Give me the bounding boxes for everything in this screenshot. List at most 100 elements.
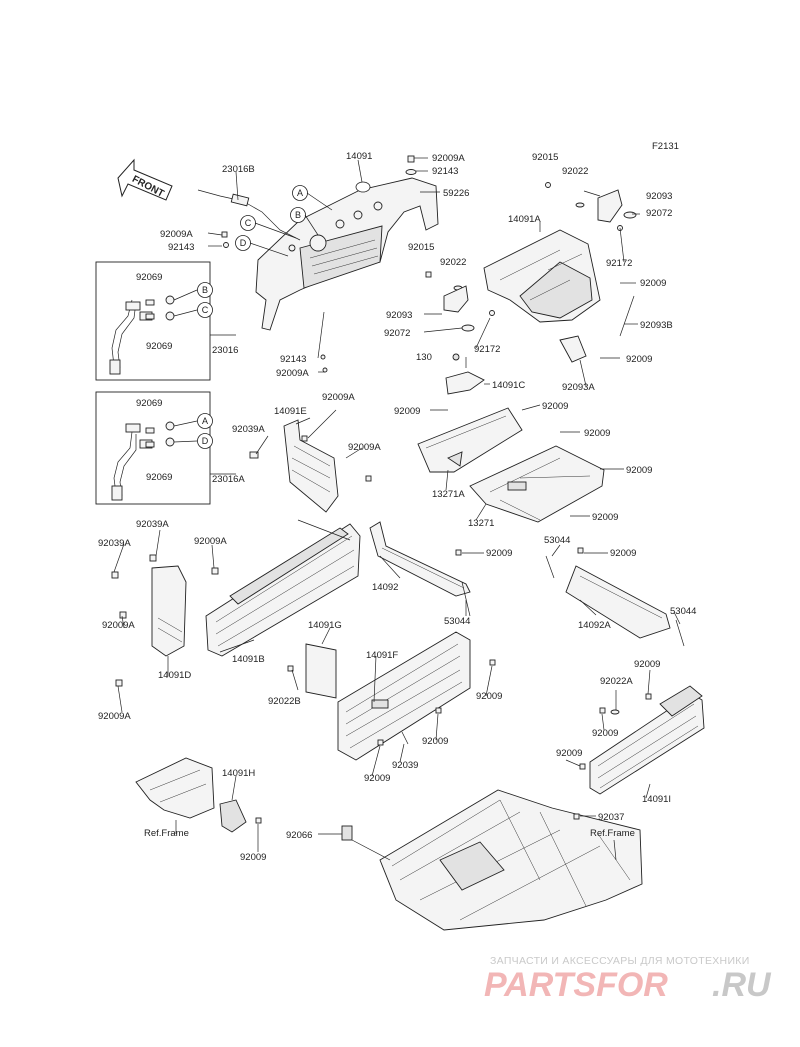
- label-92009-r1: 92009: [640, 278, 666, 289]
- label-14091G: 14091G: [308, 620, 342, 631]
- label-92009-k2: 92009: [610, 548, 636, 559]
- label-14091D: 14091D: [158, 670, 191, 681]
- label-92009-c1: 92009: [394, 406, 420, 417]
- part-14091E-guard: [249, 419, 372, 513]
- label-92009A-e2: 92009A: [348, 442, 381, 453]
- label-92069-3: 92069: [136, 398, 162, 409]
- label-92009-h: 92009: [240, 852, 266, 863]
- part-14091D-plate: [111, 554, 187, 687]
- label-92093A: 92093A: [562, 382, 595, 393]
- svg-text:C: C: [245, 218, 252, 228]
- svg-text:D: D: [240, 238, 247, 248]
- label-92009-k1: 92009: [486, 548, 512, 559]
- label-92009A-l2: 92009A: [102, 620, 135, 631]
- svg-text:B: B: [202, 285, 208, 295]
- label-92009-i3: 92009: [556, 748, 582, 759]
- detail-box-23016A: [95, 391, 211, 505]
- label-92066: 92066: [286, 830, 312, 841]
- part-13271A-panel: [417, 407, 523, 473]
- watermark-brand: PARTSFOR: [484, 966, 668, 1004]
- label-92022-mid: 92022: [440, 257, 466, 268]
- label-92022B: 92022B: [268, 696, 301, 707]
- callout-d-box2: D: [173, 433, 213, 449]
- label-92172-top: 92172: [606, 258, 632, 269]
- fasteners-top: [221, 155, 637, 373]
- label-14091F: 14091F: [366, 650, 398, 661]
- label-59226: 59226: [443, 188, 469, 199]
- label-23016: 23016: [212, 345, 238, 356]
- part-14092-bracket: [369, 521, 471, 617]
- figure-code: F2131: [652, 141, 679, 152]
- label-92009A-l1: 92009A: [194, 536, 227, 547]
- label-92009A-top: 92009A: [432, 153, 465, 164]
- label-92009-f2: 92009: [422, 736, 448, 747]
- label-92009-i1: 92009: [634, 659, 660, 670]
- label-53044-a: 53044: [444, 616, 470, 627]
- part-92022B: [287, 665, 294, 672]
- label-92039A-l1: 92039A: [136, 519, 169, 530]
- label-92093-mid: 92093: [386, 310, 412, 321]
- label-53044-b: 53044: [544, 535, 570, 546]
- label-92039: 92039: [392, 760, 418, 771]
- callout-a-box2: A: [173, 413, 213, 429]
- part-14091B-rail: [205, 523, 361, 657]
- label-92015-top: 92015: [532, 152, 558, 163]
- part-92093B-rod: [619, 295, 635, 337]
- label-92022A: 92022A: [600, 676, 633, 687]
- label-23016A: 23016A: [212, 474, 245, 485]
- label-92037: 92037: [598, 812, 624, 823]
- label-14091I: 14091I: [642, 794, 671, 805]
- part-92093A-bracket: [559, 335, 587, 363]
- label-92069-2: 92069: [146, 341, 172, 352]
- label-92039A-e: 92039A: [232, 424, 265, 435]
- watermark: ЗАПЧАСТИ И АКСЕССУАРЫ ДЛЯ МОТОТЕХНИКИ PA…: [484, 955, 772, 1004]
- part-14091C: [445, 371, 485, 395]
- part-130: [452, 353, 460, 361]
- label-92069-1: 92069: [136, 272, 162, 283]
- watermark-tld: .RU: [712, 966, 772, 1004]
- label-92039A-l2: 92039A: [98, 538, 131, 549]
- label-53044-c: 53044: [670, 606, 696, 617]
- label-92093B: 92093B: [640, 320, 673, 331]
- svg-text:D: D: [202, 436, 209, 446]
- label-92022-top: 92022: [562, 166, 588, 177]
- label-92009-r2: 92009: [626, 354, 652, 365]
- ref-frame-main: [341, 789, 643, 931]
- callout-b-main: B: [290, 207, 319, 236]
- label-14092: 14092: [372, 582, 398, 593]
- part-14091G-plate: [305, 643, 337, 699]
- part-14091I-guard: [579, 685, 705, 795]
- label-92009-c4: 92009: [626, 465, 652, 476]
- label-14091H: 14091H: [222, 768, 255, 779]
- part-23016B-cable: [197, 189, 301, 241]
- svg-text:A: A: [202, 416, 208, 426]
- label-92015-mid: 92015: [408, 242, 434, 253]
- label-14091E: 14091E: [274, 406, 307, 417]
- label-14092A: 14092A: [578, 620, 611, 631]
- label-92009A-left: 92009A: [160, 229, 193, 240]
- callout-d-main: D: [235, 235, 289, 257]
- label-14091B: 14091B: [232, 654, 265, 665]
- label-92009-c5: 92009: [592, 512, 618, 523]
- part-92093-mid: [443, 285, 469, 313]
- front-arrow-icon: FRONT: [117, 158, 173, 201]
- part-13271-panel: [469, 445, 605, 523]
- label-92009-i2: 92009: [592, 728, 618, 739]
- label-92009-f3: 92009: [364, 773, 390, 784]
- ref-frame-left: [135, 757, 262, 833]
- callout-c-box1: C: [173, 302, 213, 318]
- callout-c-main: C: [240, 215, 297, 239]
- part-labels: 14091 92009A 92143 59226 23016B 92009A 9…: [98, 151, 696, 863]
- label-92009A-e1: 92009A: [322, 392, 355, 403]
- label-92009A-mid: 92009A: [276, 368, 309, 379]
- svg-text:C: C: [202, 305, 209, 315]
- label-92172-mid: 92172: [474, 344, 500, 355]
- label-92009-f1: 92009: [476, 691, 502, 702]
- label-92009-c3: 92009: [584, 428, 610, 439]
- svg-text:A: A: [297, 188, 303, 198]
- part-92093-top: [597, 189, 623, 223]
- callout-b-box1: B: [173, 282, 213, 301]
- label-13271A: 13271A: [432, 489, 465, 500]
- label-92069-4: 92069: [146, 472, 172, 483]
